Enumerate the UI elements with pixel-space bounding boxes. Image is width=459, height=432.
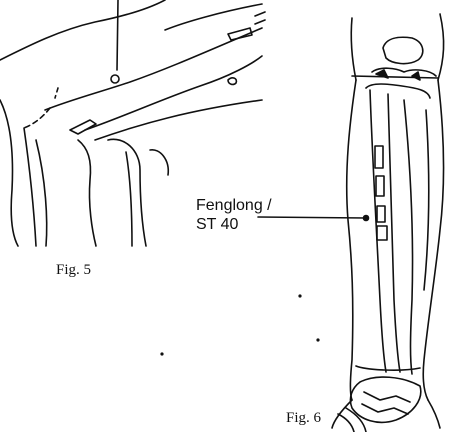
fig6-knee-joint-line xyxy=(352,76,438,78)
fig6-ankle-line xyxy=(356,366,420,370)
fig6-toe-line-1 xyxy=(338,414,354,432)
fig6-thigh-left-outline xyxy=(351,18,356,80)
fig6-toe-line-2 xyxy=(346,408,366,432)
fig6-leg-left-outline xyxy=(347,80,356,400)
fig6-point-marker-2 xyxy=(376,176,384,196)
fig6-thigh-right-outline xyxy=(438,14,444,80)
fig6-point-marker-3 xyxy=(377,206,385,222)
fig6-foot-bones xyxy=(350,377,420,422)
fig6-patella xyxy=(383,37,423,63)
fig6-tibia-head xyxy=(366,84,430,98)
fig6-joint-marker-right xyxy=(412,72,420,80)
fig6-point-marker-1 xyxy=(375,146,383,168)
fig6-calf-line xyxy=(424,110,429,290)
fig6-caption: Fig. 6 xyxy=(286,410,321,427)
fig6-fibula xyxy=(404,100,413,374)
fig6-point-label: Fenglong / ST 40 xyxy=(196,196,272,234)
fig6-point-name: Fenglong / xyxy=(196,196,272,215)
fig6-speck xyxy=(161,353,163,355)
fig6-foot-bone-line-1 xyxy=(364,392,410,402)
fig6-label-pointer-line xyxy=(258,217,366,218)
fig6-tibia-right-edge xyxy=(388,94,400,372)
fig6-speck xyxy=(317,339,319,341)
fig6-point-code: ST 40 xyxy=(196,215,272,234)
fig6-foot-right-edge xyxy=(428,400,440,428)
fig6-speck xyxy=(299,295,301,297)
fig6-foot-left-edge xyxy=(332,400,352,428)
fig6-point-marker-4 xyxy=(377,226,387,240)
fig6-tibia-left-edge xyxy=(370,90,386,372)
fig6-foot-bone-line-2 xyxy=(362,404,408,414)
